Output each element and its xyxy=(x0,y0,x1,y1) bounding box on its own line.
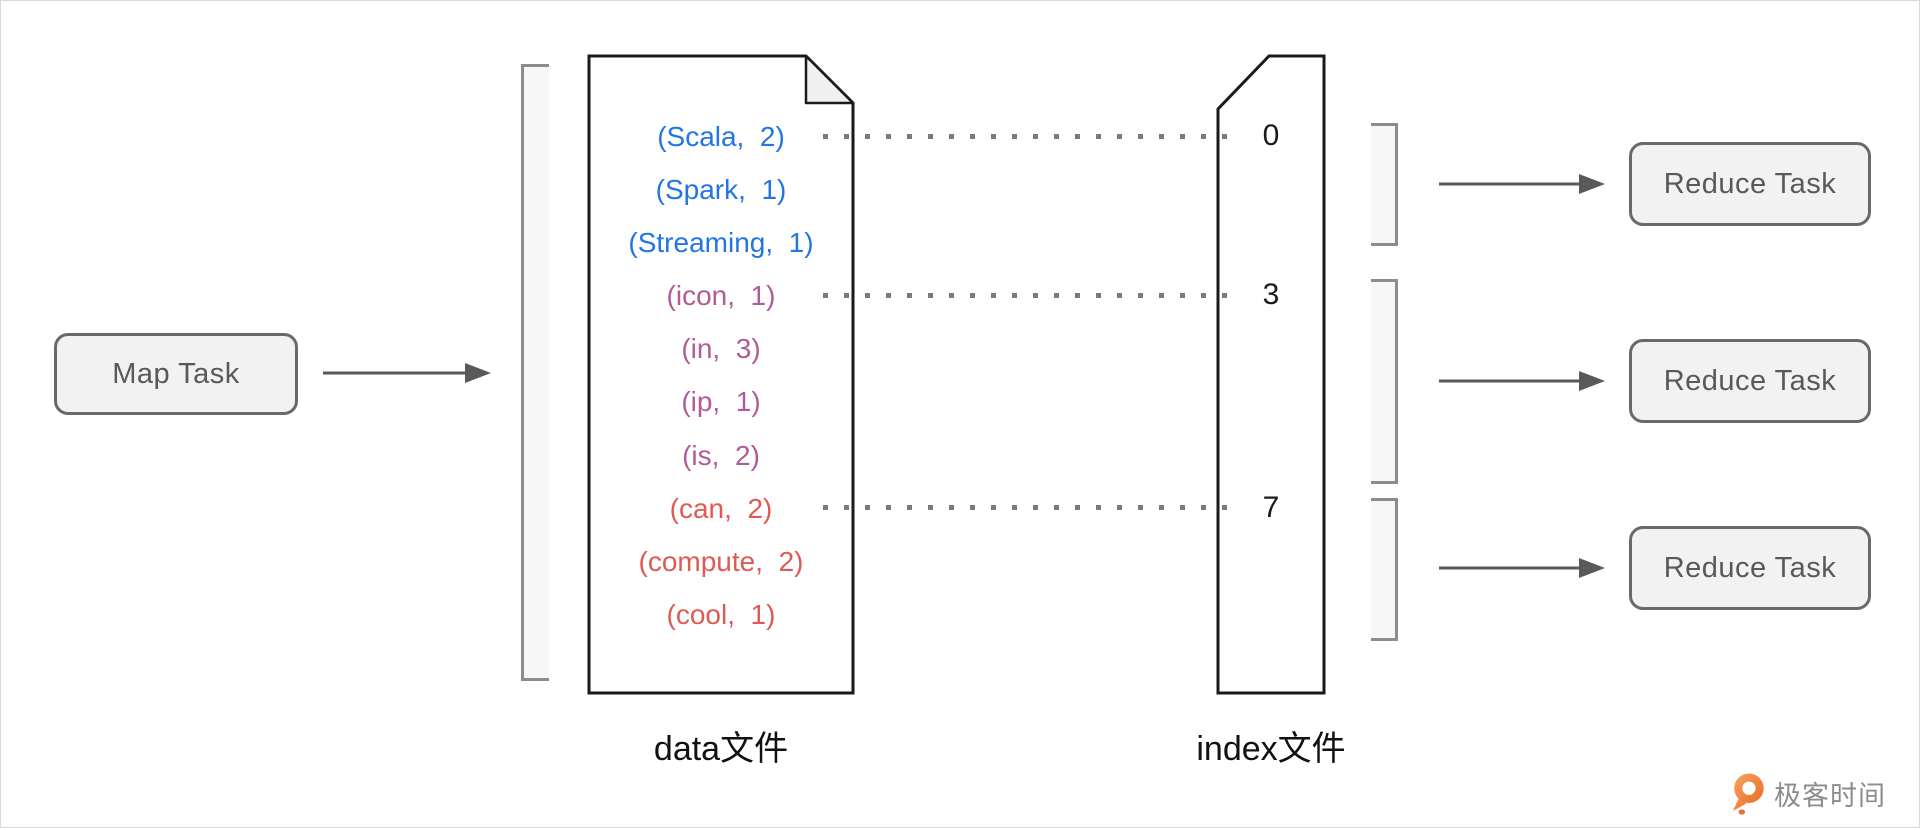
dotted-line-offset-7 xyxy=(823,505,1243,510)
geektime-logo: 极客时间 xyxy=(1729,771,1886,815)
dotted-line-offset-3 xyxy=(823,293,1243,298)
pair-row: (cool, 1) xyxy=(666,598,776,630)
reduce-task-node-1: Reduce Task xyxy=(1629,142,1871,226)
reduce-task-label: Reduce Task xyxy=(1663,364,1837,397)
index-offset-3: 3 xyxy=(1262,278,1280,311)
arrow-to-reduce-2 xyxy=(1439,371,1605,391)
data-file-label: data文件 xyxy=(653,730,789,768)
geektime-logo-icon xyxy=(1732,773,1764,815)
data-file-bracket xyxy=(521,64,549,681)
data-file-shape xyxy=(587,54,855,695)
map-task-label: Map Task xyxy=(112,357,240,390)
arrow-to-reduce-3 xyxy=(1439,558,1605,578)
pair-row: (in, 3) xyxy=(681,333,761,365)
pair-row: (icon, 1) xyxy=(666,280,776,312)
geektime-logo-text: 极客时间 xyxy=(1774,780,1886,811)
index-offset-7: 7 xyxy=(1262,491,1280,524)
data-file-fold-corner xyxy=(804,54,855,105)
pair-row: (ip, 1) xyxy=(681,386,761,418)
map-task-node: Map Task xyxy=(54,333,298,415)
pair-row: (Scala, 2) xyxy=(657,121,785,152)
pair-row: (Spark, 1) xyxy=(655,174,787,206)
reduce-task-node-2: Reduce Task xyxy=(1629,339,1871,423)
dotted-line-offset-0 xyxy=(823,134,1243,139)
pair-row: (compute, 2) xyxy=(638,545,804,577)
data-file-rows: (Scala, 2) (Spark, 1) (Streaming, 1) (ic… xyxy=(589,110,853,641)
partition-bracket-2 xyxy=(1371,279,1398,484)
pair-row: (is, 2) xyxy=(682,439,760,471)
reduce-task-node-3: Reduce Task xyxy=(1629,526,1871,610)
index-file-label: index文件 xyxy=(1196,730,1346,768)
partition-bracket-3 xyxy=(1371,498,1398,641)
arrow-to-reduce-1 xyxy=(1439,174,1605,194)
reduce-task-label: Reduce Task xyxy=(1663,167,1837,200)
index-file-shape xyxy=(1216,54,1326,695)
index-offset-0: 0 xyxy=(1262,119,1280,152)
reduce-task-label: Reduce Task xyxy=(1663,551,1837,584)
partition-bracket-1 xyxy=(1371,123,1398,246)
pair-row: (can, 2) xyxy=(669,492,773,524)
arrow-map-to-data xyxy=(323,363,491,383)
pair-row: (Streaming, 1) xyxy=(628,227,814,259)
